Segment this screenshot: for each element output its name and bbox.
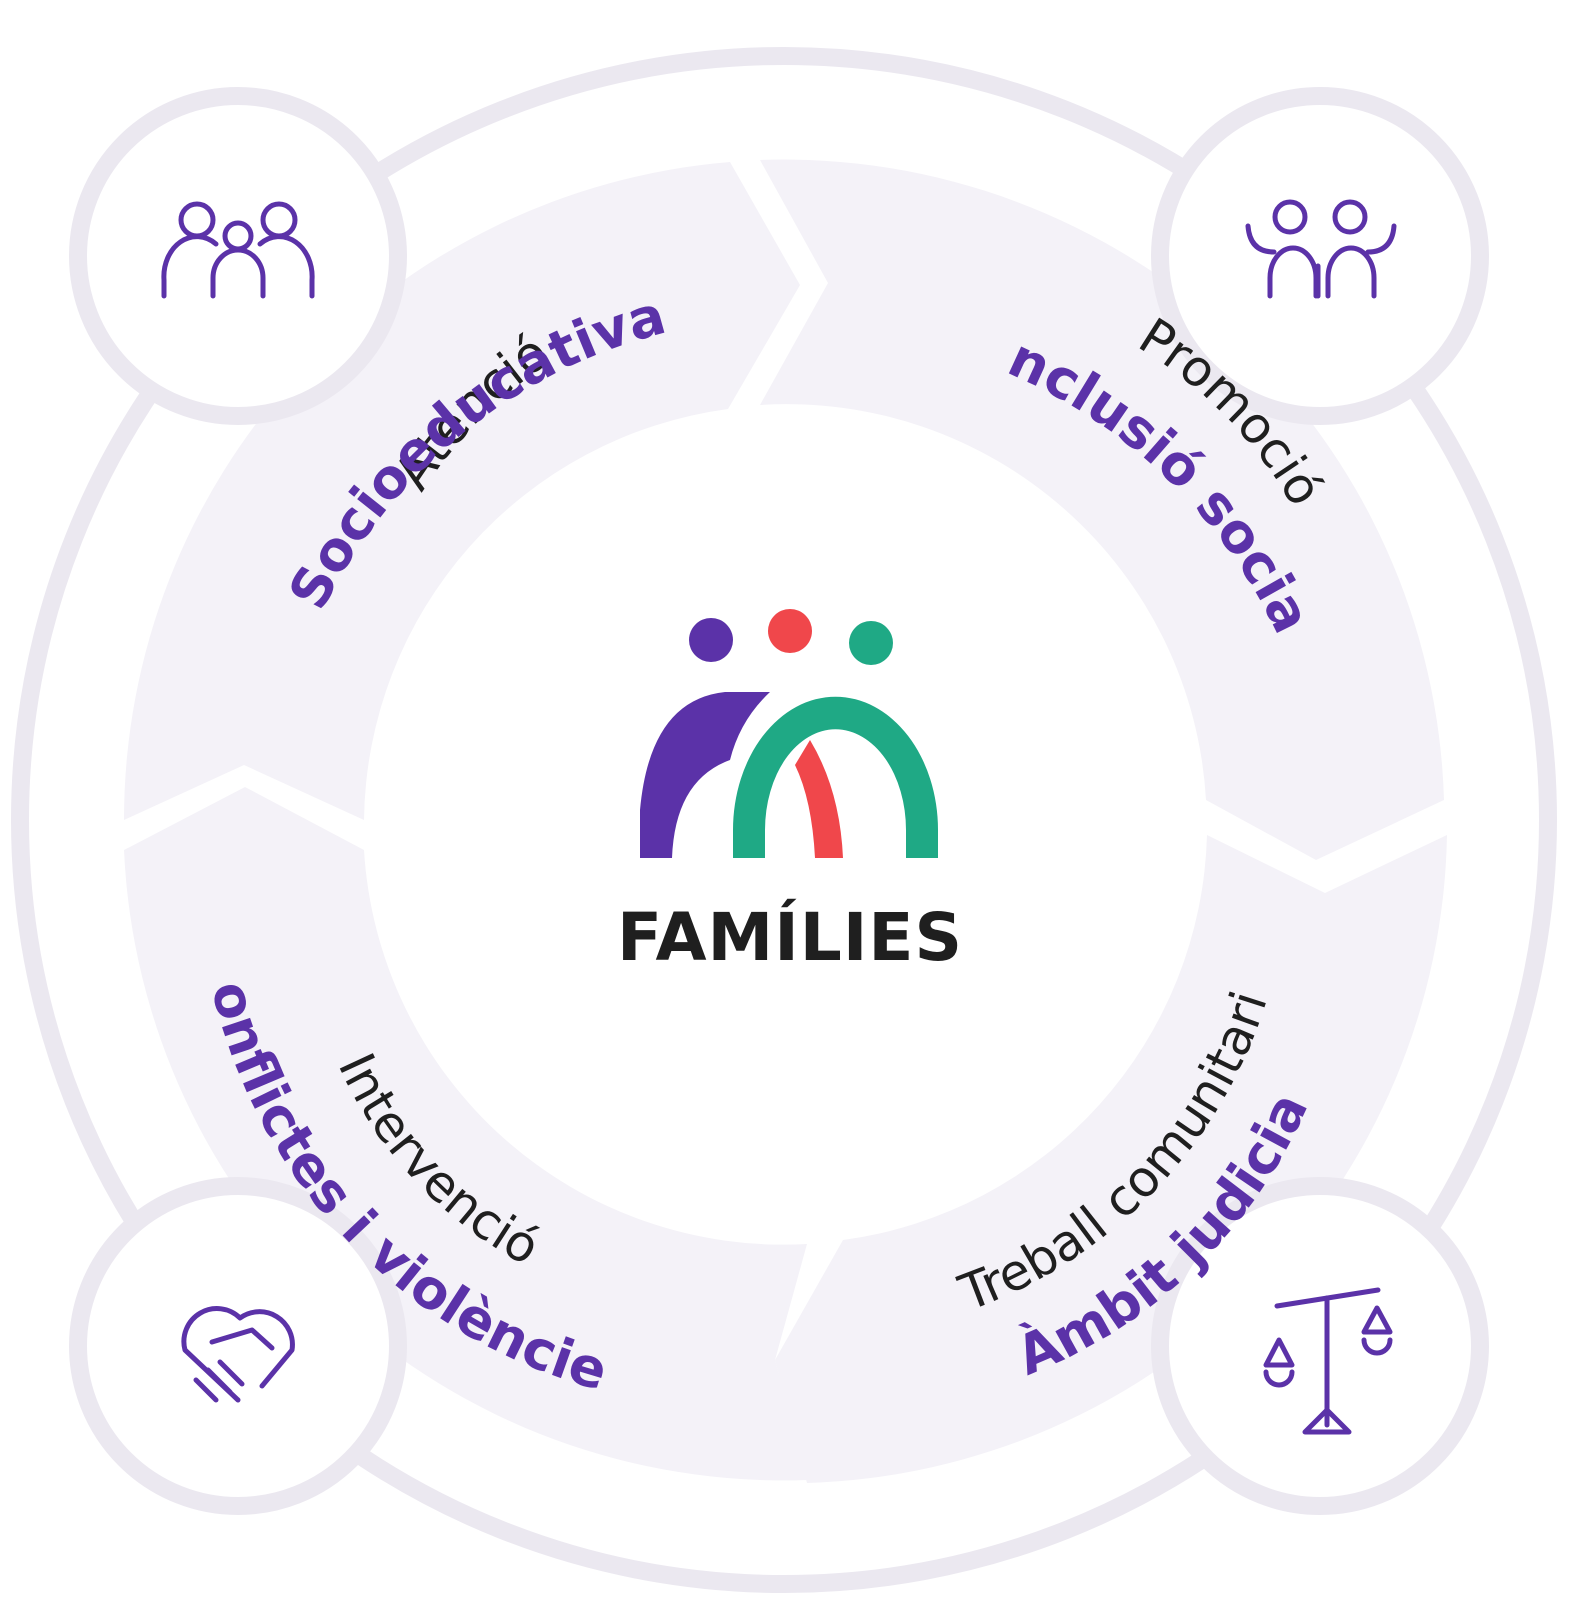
outer-ring — [11, 47, 1557, 1593]
icon-circle-top-left — [69, 87, 407, 425]
icon-circle-top-right — [1151, 87, 1489, 425]
logo-arch-green — [733, 696, 938, 858]
arrow-band — [123, 159, 1447, 1483]
icon-circle-bottom-right — [1151, 1177, 1489, 1515]
logo-arch-red — [795, 740, 843, 858]
segment-bottom-right — [775, 835, 1447, 1483]
logo-dot-green — [849, 621, 893, 665]
icon-circles — [69, 87, 1489, 1515]
logo-dot-purple — [689, 618, 733, 662]
families-logo: FAMÍLIES — [617, 609, 963, 976]
segment-top-left — [123, 162, 800, 820]
logo-arch-purple — [640, 692, 770, 858]
icon-circle-bottom-left — [69, 1177, 407, 1515]
segment-top-right — [760, 159, 1444, 861]
center-title: FAMÍLIES — [617, 898, 963, 976]
people-cheering-icon — [1245, 199, 1397, 299]
handshake-heart-icon — [181, 1306, 295, 1403]
family-group-icon — [161, 201, 315, 299]
scales-of-justice-icon — [1263, 1287, 1393, 1435]
segment-bottom-left — [124, 787, 807, 1481]
logo-dot-red — [768, 609, 812, 653]
